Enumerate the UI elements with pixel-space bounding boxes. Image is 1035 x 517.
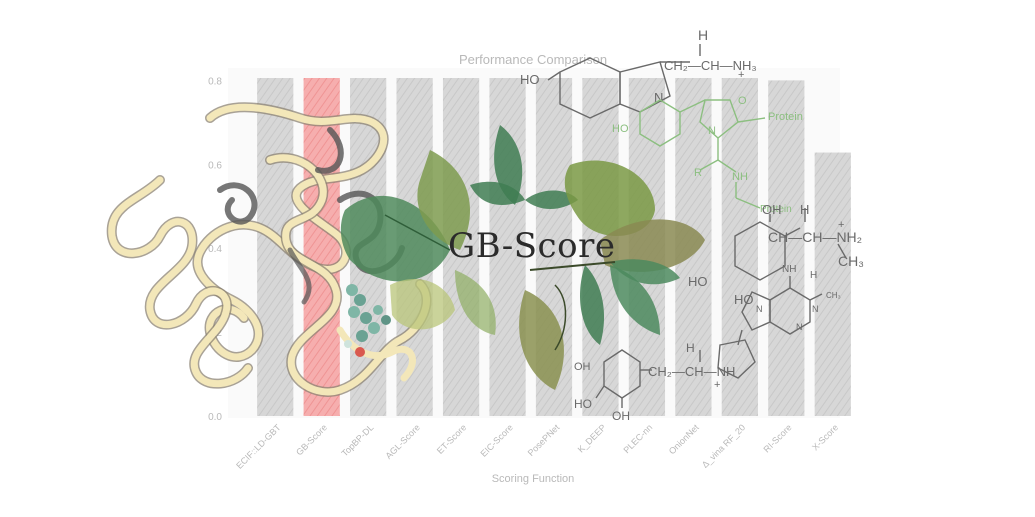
gfp-o: O xyxy=(738,95,747,107)
x-tick-label: EIC-Score xyxy=(479,422,515,458)
leaf-5 xyxy=(600,219,705,272)
serotonin-ho: HO xyxy=(520,72,540,87)
leaf-4 xyxy=(564,160,655,237)
epinephrine-chain: CH—CH—NH₂ xyxy=(768,229,862,245)
serotonin-structure xyxy=(547,44,701,119)
gfp-nh: NH xyxy=(732,171,748,183)
x-tick-label: GB-Score xyxy=(294,422,329,457)
adenine-n-3: N xyxy=(812,304,819,314)
serotonin-plus: + xyxy=(738,69,744,81)
chart-title: Performance Comparison xyxy=(459,52,607,67)
leaf-7 xyxy=(455,270,496,335)
epinephrine-oh: OH xyxy=(762,202,782,217)
adenine-nh: NH xyxy=(782,264,796,275)
gfp-r: R xyxy=(694,167,702,179)
x-tick-label: ET-Score xyxy=(435,422,469,456)
gfp-n: N xyxy=(708,125,716,137)
adenine-n-2: N xyxy=(796,322,803,332)
leaf-2 xyxy=(417,150,470,250)
leaf-cluster-illustration xyxy=(340,125,705,390)
epinephrine-ch3: CH₃ xyxy=(838,253,864,269)
gfp-protein-1: Protein xyxy=(768,111,803,123)
bar-group xyxy=(257,78,851,417)
ligand-molecule-illustration xyxy=(344,284,391,357)
x-axis-label: Scoring Function xyxy=(492,473,575,485)
bar xyxy=(721,78,758,416)
dopamine-structure xyxy=(595,349,701,408)
x-tick-label: K_DEEP xyxy=(576,422,608,454)
y-tick-label: 0.4 xyxy=(208,244,222,255)
x-tick-label: PLEC-nn xyxy=(621,422,654,455)
y-tick-label: 0.8 xyxy=(208,76,222,87)
epinephrine-plus: + xyxy=(838,219,844,231)
x-tick-label: RI-Score xyxy=(762,422,794,454)
dopamine-oh-2: OH xyxy=(612,409,630,423)
logo-title: GB-Score xyxy=(448,226,616,266)
serotonin-chain: CH₂—CH—NH₃ xyxy=(664,58,757,73)
x-tick-label: PosePNet xyxy=(526,422,562,458)
gfp-chromophore-structure xyxy=(639,99,766,209)
x-tick-label: Δ_vina RF_20 xyxy=(700,422,747,469)
y-tick-label: 0.6 xyxy=(208,160,222,171)
bar-chart: Performance Comparison Scoring Function … xyxy=(208,52,851,485)
gfp-ho: HO xyxy=(612,123,629,135)
dopamine-ho: HO xyxy=(574,397,592,411)
epinephrine-ho-1: HO xyxy=(688,274,708,289)
epinephrine-structure xyxy=(734,208,847,281)
leaf-8 xyxy=(519,290,564,390)
adenine-h: H xyxy=(810,270,817,281)
x-tick-label: ECIF::LD-GBT xyxy=(234,422,283,471)
x-tick-label: X-Score xyxy=(810,422,840,452)
y-tick-label: 0.0 xyxy=(208,412,222,423)
protein-ribbon-illustration xyxy=(106,102,432,397)
gfp-protein-2: Protein xyxy=(760,204,792,215)
x-tick-label: AGL-Score xyxy=(383,422,422,461)
x-tick-label: TopBP-DL xyxy=(339,422,375,458)
dopamine-chain: CH₂—CH—NH xyxy=(648,364,735,379)
dopamine-plus: + xyxy=(714,379,720,391)
adenine-n-1: N xyxy=(756,304,763,314)
adenine-ch3: CH₃ xyxy=(826,291,841,300)
x-tick-label: OnionNet xyxy=(667,422,701,456)
dopamine-oh: OH xyxy=(574,361,591,373)
bar xyxy=(814,152,851,417)
adenine-structure xyxy=(717,276,823,379)
dopamine-h: H xyxy=(686,341,695,355)
chemical-structures: H CH₂—CH—NH₃ + HO N HO N O R NH Prote xyxy=(520,27,864,423)
leaf-9 xyxy=(580,265,605,345)
serotonin-n: N xyxy=(654,90,663,105)
leaf-6 xyxy=(390,279,455,330)
epinephrine-h: H xyxy=(800,202,809,217)
y-tick-group: 0.00.20.40.60.8 xyxy=(208,76,222,423)
serotonin-h: H xyxy=(698,27,708,43)
epinephrine-ho-2: HO xyxy=(734,292,754,307)
bar xyxy=(768,80,805,416)
bar xyxy=(303,78,340,416)
